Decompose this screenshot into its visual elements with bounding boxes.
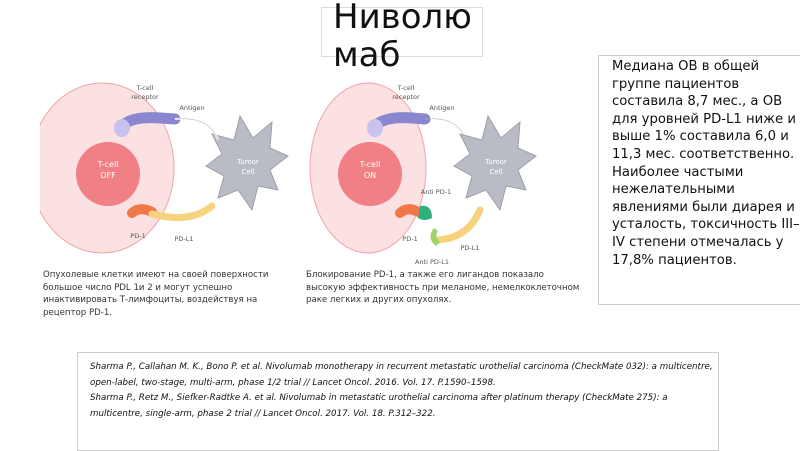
pd1-label: PD-1 [402,235,417,243]
antigen-link-outline [174,118,219,141]
tcr-label-1: T-cell [397,84,415,92]
tcell-nucleus [76,142,140,206]
tumor-label-2: Cell [489,168,502,176]
pdl1-label: PD-L1 [174,235,193,243]
tcr-label-2: receptor [131,93,159,101]
tumor-cell [205,114,289,212]
reference-item: Sharma P., Callahan M. K., Bono P. et al… [90,362,713,388]
summary-text: Медиана ОВ в общей группе пациентов сост… [612,59,800,268]
tcr-base [114,119,130,137]
tumor-cell [453,114,537,212]
tcr-label-2: receptor [392,93,420,101]
antigen-link [174,117,219,141]
antigen-label: Antigen [429,104,454,112]
diagram-tcell-on: T-cell ON Tumor Cell T-cell receptor Ant… [309,82,537,266]
caption-right: Блокирование PD-1, а также его лигандов … [306,270,580,306]
references: Sharma P., Callahan M. K., Bono P. et al… [90,360,715,422]
antigen-label: Antigen [179,104,204,112]
reference-item: Sharma P., Retz M., Siefker-Radtke A. et… [90,393,668,419]
tcell-label-2: ON [364,171,376,180]
pdl1-ligand [148,202,216,222]
tumor-label-1: Tumor [484,158,507,166]
diagram-tcell-off: T-cell OFF Tumor Cell T-cell receptor An… [40,82,289,254]
pd1-label: PD-1 [130,232,145,240]
mechanism-diagrams: T-cell OFF Tumor Cell T-cell receptor An… [40,82,537,266]
tcr-base [367,119,383,137]
antigen-link [424,118,467,141]
tumor-label-2: Cell [241,168,254,176]
tcell-nucleus [338,142,402,206]
tcell-label-1: T-cell [359,160,381,169]
pdl1-label: PD-L1 [460,244,479,252]
pdl1-ligand [434,206,484,244]
pd1-receptor [395,204,423,218]
anti-pdl1-label: Anti PD-L1 [415,258,449,266]
anti-pdl1-antibody [430,228,440,246]
tumor-label-1: Tumor [236,158,259,166]
tcell-label-2: OFF [100,171,116,180]
anti-pd1-antibody [418,205,432,220]
tcr-label-1: T-cell [136,84,154,92]
anti-pd1-label: Anti PD-1 [421,188,451,196]
references-frame [77,352,719,451]
summary-frame [598,55,800,305]
slide-title: Ниволюмаб [333,0,472,75]
tcell-label-1: T-cell [97,160,119,169]
caption-left: Опухолевые клетки имеют на своей поверхн… [43,270,269,318]
title-frame [321,7,483,57]
